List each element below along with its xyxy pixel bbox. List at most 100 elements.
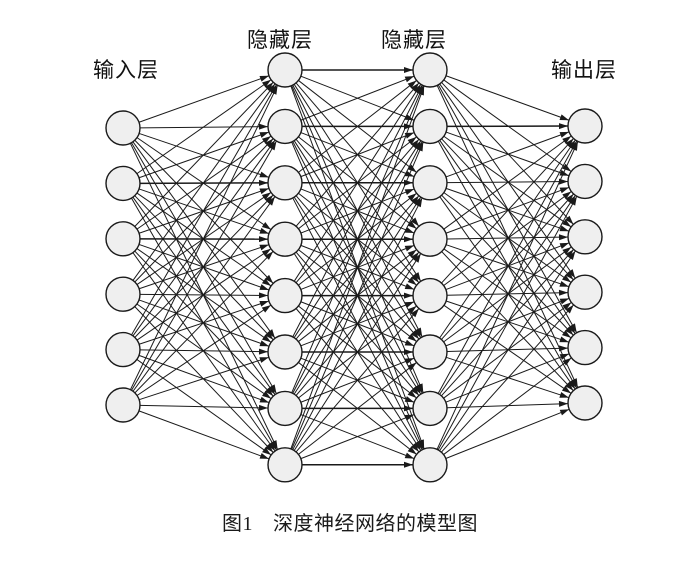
edge-arrowhead [559, 409, 570, 416]
edge-arrowhead [259, 340, 269, 347]
neuron-node-input-3 [105, 221, 141, 257]
neuron-node-hidden1-3 [267, 165, 303, 201]
network-edge [441, 138, 574, 284]
network-edge [298, 362, 417, 455]
edge-arrowhead [261, 79, 272, 88]
edge-arrowhead [261, 222, 271, 230]
network-edge [136, 304, 272, 396]
edge-arrowhead [558, 289, 569, 296]
neuron-node-input-4 [105, 276, 141, 312]
edge-arrowhead [258, 123, 269, 130]
edge-arrowhead [567, 250, 576, 260]
edge-arrowhead [261, 334, 272, 343]
edge-arrowhead [407, 446, 417, 455]
edge-arrowhead [565, 193, 574, 203]
edge-arrowhead [404, 245, 415, 252]
network-edge [132, 83, 276, 281]
edge-arrowhead [264, 82, 274, 91]
edges-group [129, 67, 579, 468]
edge-arrowhead [261, 248, 271, 257]
edge-arrowhead [562, 246, 572, 255]
edge-arrowhead [267, 196, 275, 206]
network-edge [440, 304, 575, 453]
edge-arrowhead [259, 244, 269, 251]
edge-arrowhead [565, 215, 574, 225]
edge-arrowhead [567, 380, 576, 390]
network-edge [439, 250, 576, 452]
layer-label-hidden-2: 隐藏层 [381, 28, 447, 52]
edge-arrowhead [259, 396, 270, 403]
edge-arrowhead [269, 141, 277, 151]
edge-arrowhead [259, 75, 269, 82]
neuron-node-hidden2-6 [412, 334, 448, 370]
figure-caption-text: 深度神经网络的模型图 [273, 513, 478, 535]
edge-arrowhead [410, 443, 419, 452]
network-edge [298, 80, 417, 173]
edge-arrowhead [404, 396, 415, 403]
edge-arrowhead [404, 132, 415, 139]
edge-arrowhead [407, 277, 417, 286]
edge-arrowhead [558, 123, 569, 130]
edge-arrowhead [404, 414, 415, 421]
network-edge [443, 357, 572, 455]
network-edge [445, 131, 570, 178]
network-edge [295, 82, 420, 227]
network-edge [445, 408, 570, 459]
edge-arrowhead [258, 236, 269, 243]
edge-arrowhead [264, 251, 274, 260]
neuron-node-hidden1-2 [267, 108, 303, 145]
network-edge [139, 404, 269, 409]
edge-arrowhead [261, 278, 272, 286]
network-edge [293, 253, 422, 451]
edge-arrowhead [404, 358, 415, 365]
edge-arrowhead [559, 336, 569, 343]
edge-arrowhead [264, 443, 274, 453]
edge-arrowhead [407, 80, 417, 89]
network-edge [291, 85, 424, 393]
edge-arrowhead [264, 274, 274, 284]
edge-arrowhead [261, 192, 271, 201]
network-edge [138, 75, 270, 123]
edge-arrowhead [404, 292, 413, 299]
network-edge [443, 135, 572, 230]
edge-arrowhead [410, 195, 419, 205]
edge-arrowhead [259, 284, 269, 290]
neuron-node-hidden1-8 [267, 447, 303, 483]
neuron-node-hidden2-1 [412, 52, 448, 88]
edge-arrowhead [267, 83, 276, 93]
edge-arrowhead [418, 85, 425, 96]
edge-arrowhead [567, 324, 576, 334]
network-edge [437, 196, 578, 451]
neuron-node-hidden2-4 [412, 221, 448, 257]
network-edge [131, 84, 277, 336]
edge-arrowhead [567, 269, 576, 279]
network-edge [293, 84, 422, 282]
edge-arrowhead [562, 191, 572, 200]
edge-arrowhead [404, 76, 415, 83]
neuron-node-hidden2-2 [412, 108, 448, 145]
edge-arrowhead [262, 447, 272, 455]
edge-arrowhead [410, 139, 419, 149]
layer-label-hidden-1: 隐藏层 [247, 28, 313, 52]
edge-arrowhead [407, 306, 417, 314]
edge-arrowhead [559, 225, 569, 232]
nodes-group [105, 52, 603, 483]
neuron-node-hidden1-4 [267, 221, 303, 257]
edge-arrowhead [259, 171, 269, 178]
edge-arrowhead [558, 400, 569, 407]
edge-arrowhead [404, 301, 415, 308]
edge-arrowhead [410, 82, 419, 92]
edge-arrowhead [559, 242, 570, 249]
edge-arrowhead [404, 283, 415, 290]
edge-arrowhead [261, 305, 271, 313]
edge-arrowhead [259, 452, 270, 459]
edge-arrowhead [562, 357, 572, 366]
network-edge [134, 81, 274, 227]
network-edge [445, 75, 570, 121]
network-edge [131, 140, 277, 391]
edge-arrowhead [559, 353, 570, 360]
network-edge [292, 84, 423, 338]
edge-arrowhead [562, 163, 572, 172]
edge-arrowhead [404, 236, 413, 243]
neuron-node-input-1 [105, 110, 141, 146]
